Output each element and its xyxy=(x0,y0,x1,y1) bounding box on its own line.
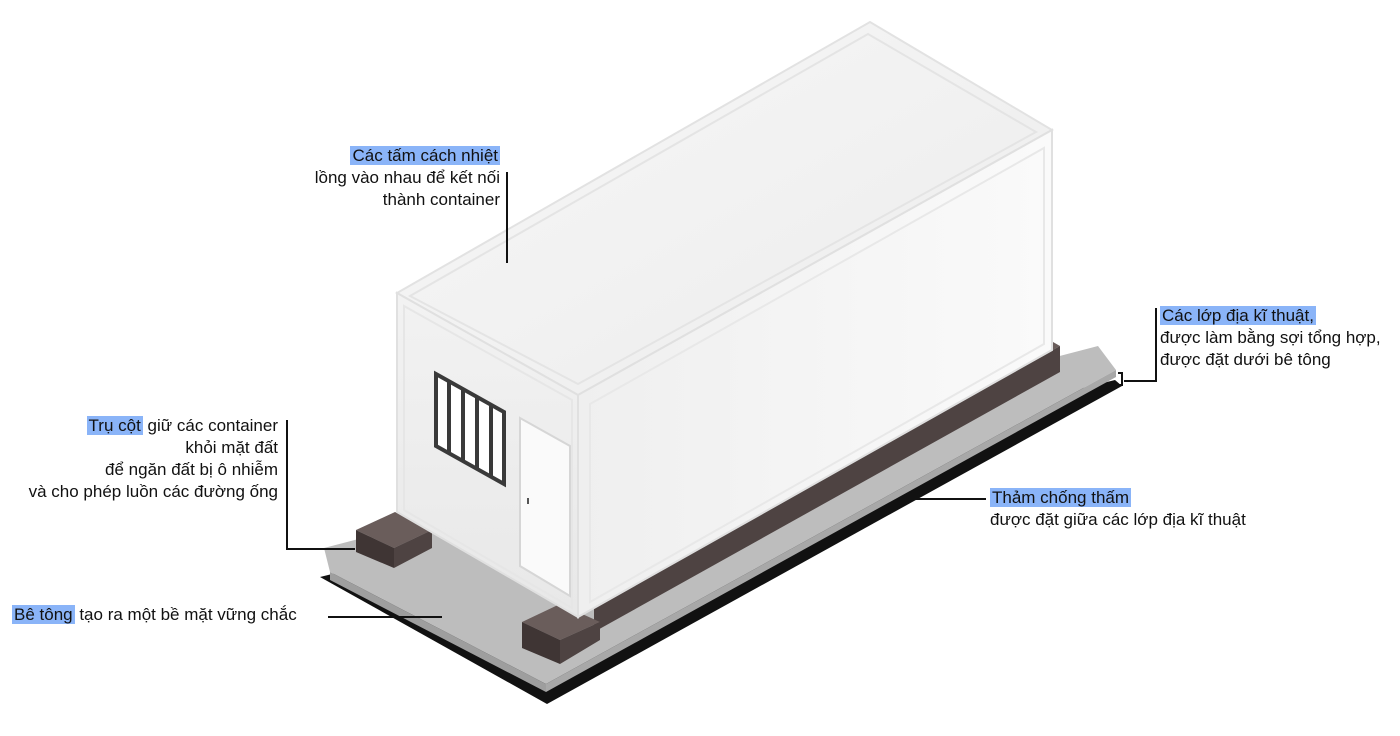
leader-geotextile xyxy=(1124,308,1157,382)
annotation-highlight: Trụ cột xyxy=(86,416,143,435)
annotation-highlight: Các tấm cách nhiệt xyxy=(350,146,500,165)
annotation-pillars: Trụ cột giữ các container khỏi mặt đất đ… xyxy=(29,415,278,503)
annotation-rest: tạo ra một bề mặt vững chắc xyxy=(74,605,297,624)
annotation-concrete: Bê tông tạo ra một bề mặt vững chắc xyxy=(12,604,297,626)
annotation-geotextile: Các lớp địa kĩ thuật, được làm bằng sợi … xyxy=(1160,305,1381,371)
annotation-highlight: Bê tông xyxy=(12,605,75,624)
annotation-insulated-panels: Các tấm cách nhiệt lồng vào nhau để kết … xyxy=(315,145,500,211)
pillar-front-right xyxy=(522,604,600,664)
container-box xyxy=(394,20,1055,619)
annotation-highlight: Thảm chống thấm xyxy=(990,488,1132,507)
annotation-line: được đặt giữa các lớp địa kĩ thuật xyxy=(990,510,1246,529)
annotation-rest: giữ các container xyxy=(142,416,278,435)
annotation-line: lồng vào nhau để kết nối xyxy=(314,168,500,187)
annotation-line: được làm bằng sợi tổng hợp, xyxy=(1160,328,1381,347)
annotation-membrane: Thảm chống thấm được đặt giữa các lớp đị… xyxy=(990,487,1246,531)
annotation-line: khỏi mặt đất xyxy=(185,438,278,457)
annotation-line: để ngăn đất bị ô nhiễm xyxy=(105,460,278,479)
annotation-line: thành container xyxy=(382,190,500,209)
leader-geotextile-bracket xyxy=(1118,372,1123,386)
container-side-face xyxy=(577,128,1053,619)
door-icon xyxy=(519,416,571,598)
annotation-line: và cho phép luồn các đường ống xyxy=(28,482,278,501)
annotation-line: được đặt dưới bê tông xyxy=(1160,350,1331,369)
vent-window-icon xyxy=(434,370,506,488)
leader-pillars xyxy=(286,420,355,550)
annotation-highlight: Các lớp địa kĩ thuật, xyxy=(1160,306,1316,325)
